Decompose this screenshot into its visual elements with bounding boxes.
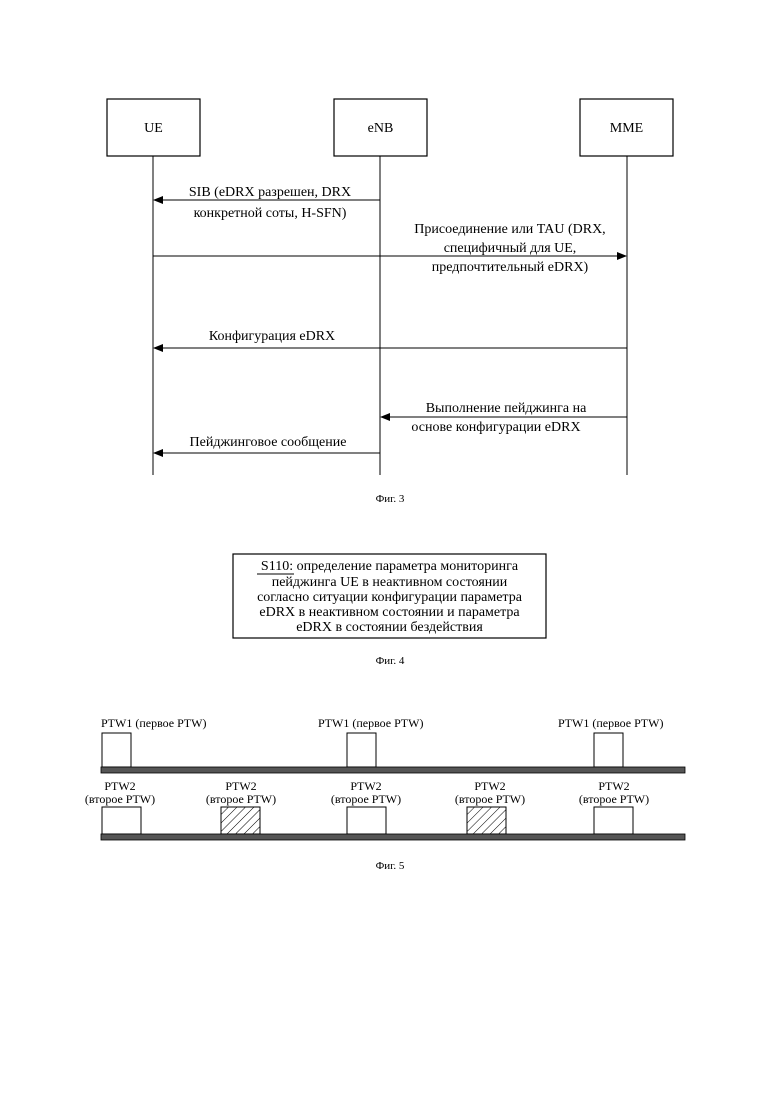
step-line-3: согласно ситуации конфигурации параметра bbox=[257, 590, 523, 605]
message-paging: Пейджинговое сообщение bbox=[154, 435, 380, 453]
ptw2-row: PTW2 (второе PTW) PTW2 (второе PTW) PTW2… bbox=[85, 779, 685, 840]
message-paging-exec-line2: основе конфигурации eDRX bbox=[411, 420, 580, 435]
ptw2-label-e-2: (второе PTW) bbox=[579, 792, 649, 806]
ptw2-window-c bbox=[347, 807, 386, 834]
ptw2-window-b-hatched bbox=[221, 807, 260, 834]
entity-mme: MME bbox=[580, 99, 673, 156]
ptw2-window-d-hatched bbox=[467, 807, 506, 834]
message-edrx-config: Конфигурация eDRX bbox=[154, 329, 627, 348]
ptw1-label-a: PTW1 (первое PTW) bbox=[101, 716, 206, 730]
message-sib-line1: SIB (eDRX разрешен, DRX bbox=[189, 185, 351, 200]
ptw1-window-a bbox=[102, 733, 131, 767]
ptw2-label-e-1: PTW2 bbox=[598, 779, 629, 793]
ptw1-label-c: PTW1 (первое PTW) bbox=[558, 716, 663, 730]
message-paging-label: Пейджинговое сообщение bbox=[190, 435, 347, 450]
entity-ue: UE bbox=[107, 99, 200, 156]
ptw2-label-b-1: PTW2 bbox=[225, 779, 256, 793]
message-attach-line1: Присоединение или TAU (DRX, bbox=[414, 222, 605, 237]
ptw2-label-d-2: (второе PTW) bbox=[455, 792, 525, 806]
fig4-step-box: S110: определение параметра мониторинга … bbox=[233, 554, 546, 667]
message-sib: SIB (eDRX разрешен, DRX конкретной соты,… bbox=[154, 185, 380, 221]
message-paging-exec-line1: Выполнение пейджинга на bbox=[426, 401, 587, 416]
fig4-caption: Фиг. 4 bbox=[376, 655, 405, 667]
message-attach-line2: специфичный для UE, bbox=[444, 241, 577, 256]
ptw2-label-a-2: (второе PTW) bbox=[85, 792, 155, 806]
ptw1-timeline-bar bbox=[101, 767, 685, 773]
ptw2-timeline-bar bbox=[101, 834, 685, 840]
ptw2-label-b-2: (второе PTW) bbox=[206, 792, 276, 806]
fig3-caption: Фиг. 3 bbox=[376, 493, 405, 505]
message-paging-exec: Выполнение пейджинга на основе конфигура… bbox=[381, 401, 627, 435]
step-line-5: eDRX в состоянии бездействия bbox=[296, 620, 483, 635]
fig5-caption: Фиг. 5 bbox=[376, 860, 405, 872]
ptw2-label-a-1: PTW2 bbox=[104, 779, 135, 793]
step-line-4: eDRX в неактивном состоянии и параметра bbox=[259, 605, 520, 620]
ptw1-window-b bbox=[347, 733, 376, 767]
message-attach: Присоединение или TAU (DRX, специфичный … bbox=[153, 222, 626, 275]
step-line-2: пейджинга UE в неактивном состоянии bbox=[272, 575, 508, 590]
entity-ue-label: UE bbox=[144, 121, 163, 136]
ptw2-window-a bbox=[102, 807, 141, 834]
ptw1-label-b: PTW1 (первое PTW) bbox=[318, 716, 423, 730]
ptw2-label-c-2: (второе PTW) bbox=[331, 792, 401, 806]
message-attach-line3: предпочтительный eDRX) bbox=[432, 260, 589, 275]
entity-mme-label: MME bbox=[610, 121, 643, 136]
step-line-1: S110: определение параметра мониторинга bbox=[261, 559, 519, 574]
message-sib-line2: конкретной соты, H-SFN) bbox=[194, 206, 347, 221]
entity-enb: eNB bbox=[334, 99, 427, 156]
fig3-sequence-diagram: UE eNB MME SIB (eDRX разрешен, DRX конкр… bbox=[107, 99, 673, 505]
fig5-ptw-timeline: PTW1 (первое PTW) PTW1 (первое PTW) PTW1… bbox=[85, 716, 685, 872]
ptw2-label-c-1: PTW2 bbox=[350, 779, 381, 793]
ptw1-window-c bbox=[594, 733, 623, 767]
ptw1-row: PTW1 (первое PTW) PTW1 (первое PTW) PTW1… bbox=[101, 716, 685, 773]
message-edrx-config-label: Конфигурация eDRX bbox=[209, 329, 335, 344]
ptw2-label-d-1: PTW2 bbox=[474, 779, 505, 793]
ptw2-window-e bbox=[594, 807, 633, 834]
entity-enb-label: eNB bbox=[368, 121, 394, 136]
